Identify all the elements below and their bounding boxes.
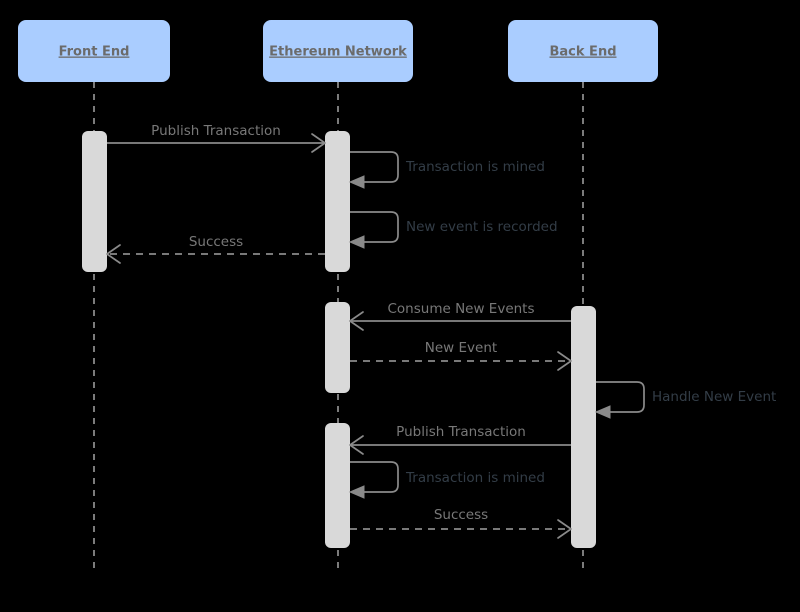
participant-ethereum[interactable]: Ethereum Network [263, 20, 413, 82]
self-message-label: Handle New Event [652, 389, 776, 405]
self-message-arrowhead [348, 175, 365, 189]
activation-bar-ethereum [325, 423, 350, 548]
message-label: Publish Transaction [151, 123, 281, 139]
message-label: Success [434, 507, 488, 523]
message-arrowhead-open [311, 133, 326, 153]
messages-layer [106, 133, 645, 539]
participant-box-ethereum[interactable] [263, 20, 413, 82]
participant-label-frontend: Front End [59, 45, 130, 60]
activation-bar-ethereum [325, 302, 350, 393]
self-message-arrowhead [594, 405, 611, 419]
self-message-loop [350, 461, 399, 493]
self-message-loop [596, 381, 645, 413]
activation-bar-backend [571, 306, 596, 548]
self-message-label: Transaction is mined [405, 470, 545, 486]
participant-label-ethereum: Ethereum Network [269, 45, 407, 60]
participant-box-frontend[interactable] [18, 20, 170, 82]
activation-bar-frontend [82, 131, 107, 272]
participant-backend[interactable]: Back End [508, 20, 658, 82]
message-arrowhead-open [557, 519, 572, 539]
participant-box-backend[interactable] [508, 20, 658, 82]
message-label: Consume New Events [387, 301, 534, 317]
message-arrowhead-open [106, 244, 121, 264]
message-arrowhead-open [557, 351, 572, 371]
message-label: New Event [425, 340, 497, 356]
message-label: Success [189, 234, 243, 250]
participants-layer: Front End Ethereum Network Back End [18, 20, 658, 82]
activation-bar-ethereum [325, 131, 350, 272]
activations-layer [82, 131, 596, 548]
message-label: Publish Transaction [396, 424, 526, 440]
message-arrowhead-open [349, 311, 364, 331]
self-message-arrowhead [348, 235, 365, 249]
participant-frontend[interactable]: Front End [18, 20, 170, 82]
participant-label-backend: Back End [550, 45, 617, 60]
self-message-label: New event is recorded [406, 219, 558, 235]
self-message-label: Transaction is mined [405, 159, 545, 175]
message-arrowhead-open [349, 435, 364, 455]
self-message-loop [350, 211, 399, 243]
self-message-arrowhead [348, 485, 365, 499]
self-message-loop [350, 151, 399, 183]
